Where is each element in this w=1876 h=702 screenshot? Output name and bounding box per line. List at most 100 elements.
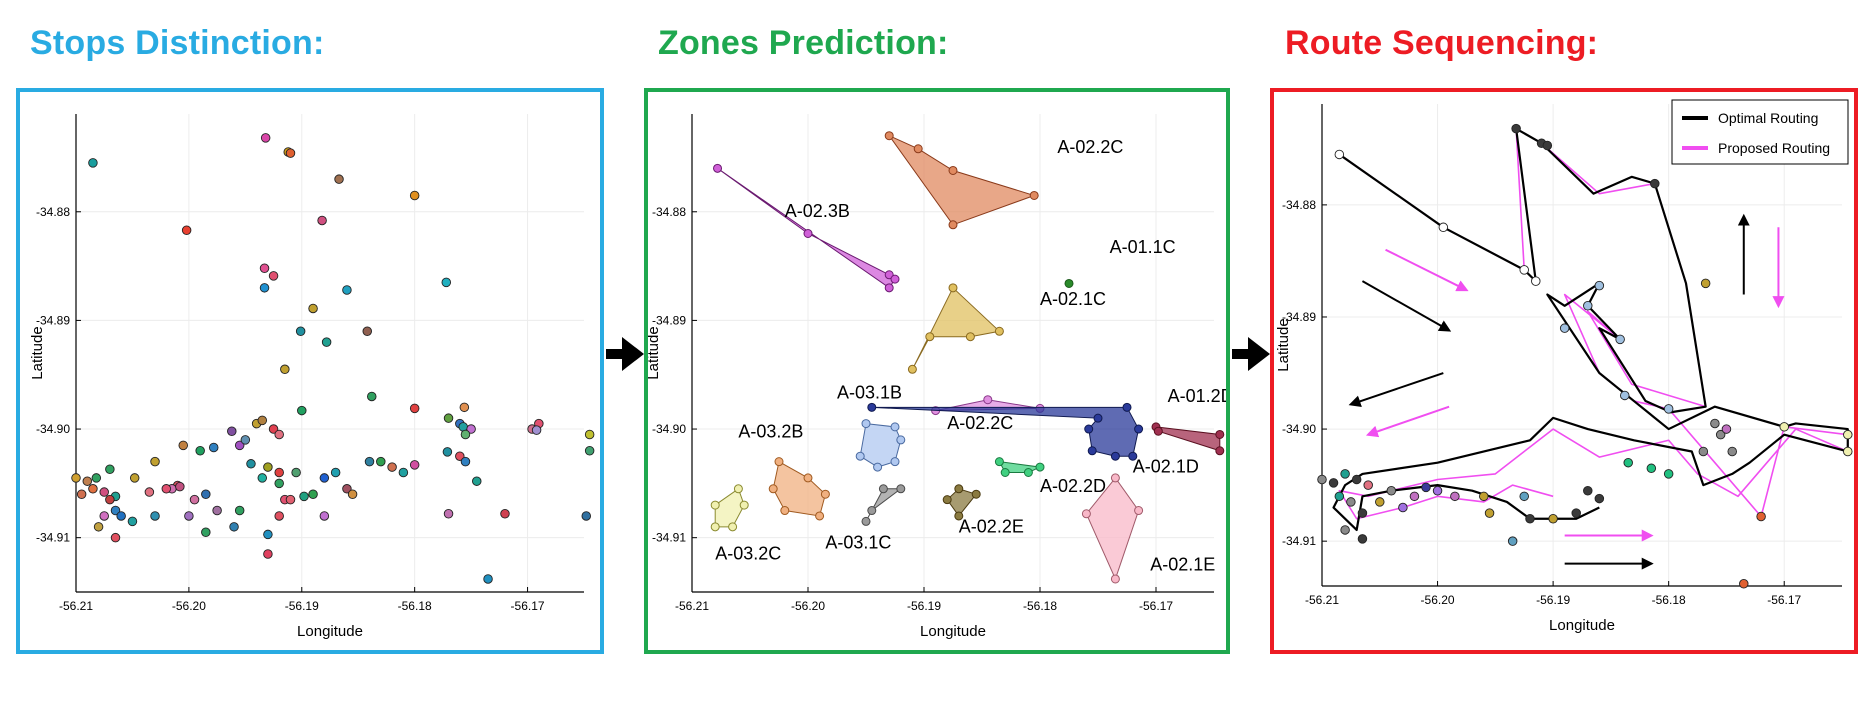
zone-label: A-01.1C: [1110, 237, 1176, 257]
y-axis-label: Latitude: [1275, 318, 1292, 371]
route-stop-point: [1421, 482, 1431, 493]
zone-stop-point: [815, 511, 825, 521]
stop-point: [466, 424, 476, 434]
zone-stop-point: [1087, 446, 1097, 456]
zone-stop-point: [878, 484, 888, 494]
stop-point: [99, 487, 109, 497]
stop-point: [274, 467, 284, 478]
route-stop-point: [1646, 463, 1657, 474]
stop-point: [362, 326, 373, 337]
zone-stop-point: [733, 484, 743, 494]
x-tick-label: -56.18: [1652, 593, 1686, 607]
route-stop-point: [1375, 497, 1385, 507]
route-stop-point: [1843, 446, 1853, 457]
y-tick-label: -34.88: [1282, 198, 1316, 212]
route-stop-point: [1727, 446, 1737, 457]
stop-point: [257, 473, 268, 483]
zone-stop-point: [942, 495, 952, 505]
stop-point: [297, 405, 307, 416]
route-stop-point: [1328, 478, 1339, 488]
zone-stop-point: [1110, 473, 1120, 483]
zone-polygon: [714, 488, 745, 528]
route-stop-point: [1700, 278, 1711, 289]
panel-stops-distinction: [16, 88, 604, 654]
stop-point: [150, 456, 160, 467]
direction-arrow: [1365, 405, 1450, 438]
zone-stop-point: [1153, 426, 1163, 436]
zone-stop-point: [1110, 451, 1120, 461]
route-stop-point: [1779, 422, 1789, 432]
zone-label: A-03.2B: [738, 422, 803, 442]
route-stop-point: [1623, 457, 1633, 468]
stop-point: [330, 467, 341, 478]
zone-stop-point: [1084, 424, 1094, 434]
stop-point: [347, 489, 358, 499]
stop-point: [240, 435, 251, 445]
zone-polygon: [717, 167, 896, 289]
zone-stop-point: [739, 500, 749, 510]
stop-point: [455, 451, 465, 461]
stop-point: [308, 489, 318, 499]
zone-stop-point: [1023, 468, 1033, 477]
zone-stop-point: [896, 484, 906, 494]
stop-point: [184, 511, 194, 521]
stop-point: [299, 491, 309, 502]
zone-polygon: [887, 134, 1036, 226]
route-stop-point: [1739, 579, 1749, 589]
route-stop-point: [1519, 491, 1529, 502]
stop-point: [105, 464, 115, 474]
stop-point: [459, 402, 470, 413]
stop-point: [263, 529, 273, 540]
y-tick-label: -34.88: [652, 205, 686, 219]
route-stop-point: [1710, 418, 1720, 429]
stop-point: [229, 522, 239, 532]
stop-point: [88, 158, 98, 168]
zone-stop-point: [1134, 506, 1144, 516]
x-axis-label: Longitude: [920, 623, 986, 640]
stop-point: [110, 532, 121, 543]
stop-point: [441, 277, 452, 288]
zone-stop-point: [1110, 574, 1120, 584]
zone-stop-point: [907, 364, 917, 374]
stop-point: [274, 511, 284, 521]
zone-stop-point: [884, 283, 894, 293]
zone-stop-point: [774, 457, 784, 467]
y-tick-label: -34.90: [1282, 422, 1316, 436]
y-tick-label: -34.91: [652, 531, 686, 545]
x-tick-label: -56.19: [285, 599, 319, 613]
route-stop-point: [1334, 149, 1345, 160]
stop-point: [110, 505, 121, 516]
stop-point: [260, 133, 271, 143]
stop-point: [257, 415, 268, 426]
direction-arrow: [1361, 280, 1452, 332]
heading-zones-prediction: Zones Prediction:: [658, 24, 949, 62]
x-tick-label: -56.20: [1421, 593, 1455, 607]
stop-point: [319, 473, 330, 483]
route-stop-point: [1663, 469, 1674, 479]
y-tick-label: -34.89: [1282, 310, 1316, 324]
stop-point: [263, 549, 273, 559]
x-axis-label: Longitude: [297, 623, 363, 640]
route-stop-point: [1715, 429, 1726, 440]
x-tick-label: -56.20: [791, 599, 825, 613]
stop-point: [483, 574, 493, 584]
zone-stop-point: [803, 229, 813, 238]
stop-point: [460, 456, 471, 467]
route-stop-point: [1519, 265, 1529, 275]
zone-stop-point: [867, 402, 877, 412]
stop-point: [409, 190, 420, 201]
x-tick-label: -56.19: [1536, 593, 1570, 607]
stop-point: [321, 337, 332, 347]
stop-point: [409, 460, 420, 470]
heading-route-sequencing: Route Sequencing:: [1285, 24, 1599, 62]
x-tick-label: -56.18: [1023, 599, 1057, 613]
route-stop-point: [1334, 491, 1345, 502]
panel-zones-prediction: [644, 88, 1230, 654]
stop-point: [291, 467, 301, 478]
stop-point: [342, 484, 352, 494]
route-stop-point: [1479, 491, 1489, 502]
zone-stop-point: [1128, 451, 1138, 461]
zone-stop-point: [713, 163, 723, 173]
route-stop-point: [1450, 491, 1460, 502]
stop-point: [105, 494, 115, 505]
